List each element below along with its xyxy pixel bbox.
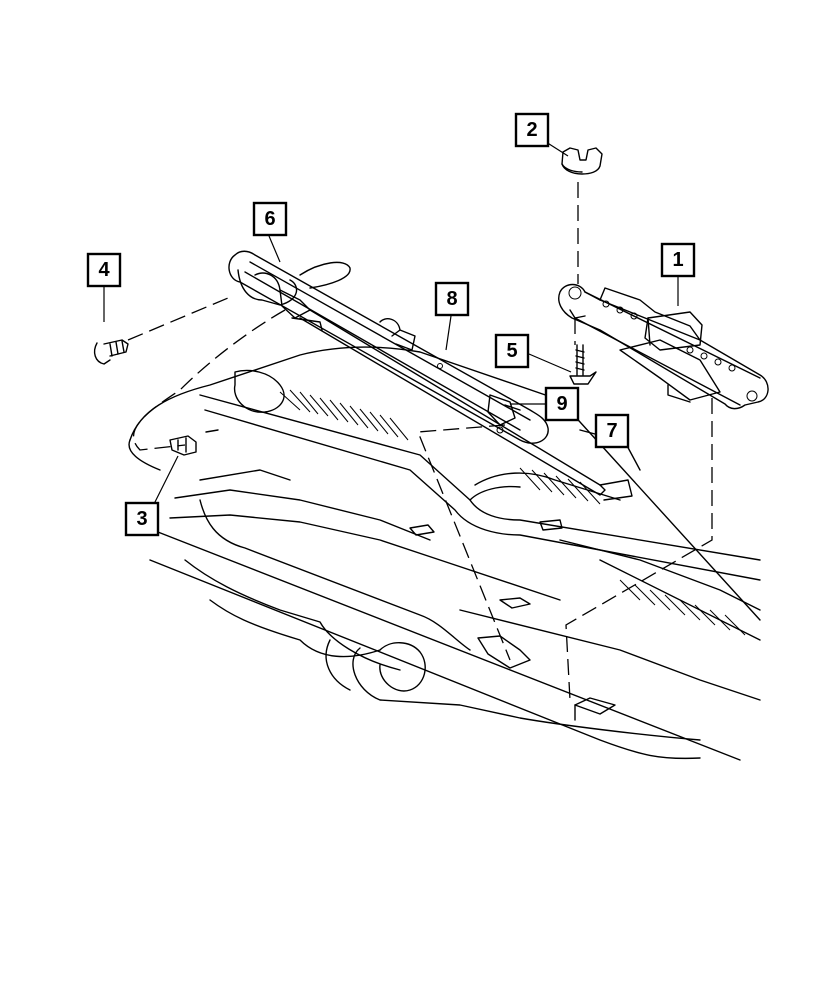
callout-8: 8 bbox=[434, 281, 470, 317]
floor-panel bbox=[128, 346, 761, 761]
callout-4-label: 4 bbox=[98, 259, 110, 281]
callout-2-label: 2 bbox=[526, 119, 537, 141]
callout-3-label: 3 bbox=[136, 508, 147, 530]
callout-6: 6 bbox=[252, 201, 288, 237]
floor-clip bbox=[169, 429, 219, 456]
callout-9-label: 9 bbox=[556, 393, 567, 415]
floor-hatching bbox=[279, 389, 746, 636]
push-pin-fastener bbox=[93, 339, 129, 365]
callout-3: 3 bbox=[124, 501, 160, 537]
callout-1: 1 bbox=[660, 242, 696, 278]
scissor-jack bbox=[558, 283, 769, 410]
callout-7-label: 7 bbox=[606, 420, 617, 442]
callout-1-label: 1 bbox=[672, 249, 683, 271]
installation-lines bbox=[127, 182, 713, 701]
jack-handle-assembly bbox=[228, 250, 633, 501]
callout-2: 2 bbox=[514, 112, 550, 148]
jack-holes bbox=[602, 300, 736, 372]
callout-6-label: 6 bbox=[264, 208, 275, 230]
retainer-clip bbox=[561, 147, 603, 175]
callout-5-label: 5 bbox=[506, 340, 517, 362]
leader-lines bbox=[103, 141, 679, 505]
callout-8-label: 8 bbox=[446, 288, 457, 310]
callout-5: 5 bbox=[494, 333, 530, 369]
callout-9: 9 bbox=[544, 386, 580, 422]
callout-4: 4 bbox=[86, 252, 122, 288]
callout-7: 7 bbox=[594, 413, 630, 449]
mounting-bolt bbox=[569, 344, 597, 385]
